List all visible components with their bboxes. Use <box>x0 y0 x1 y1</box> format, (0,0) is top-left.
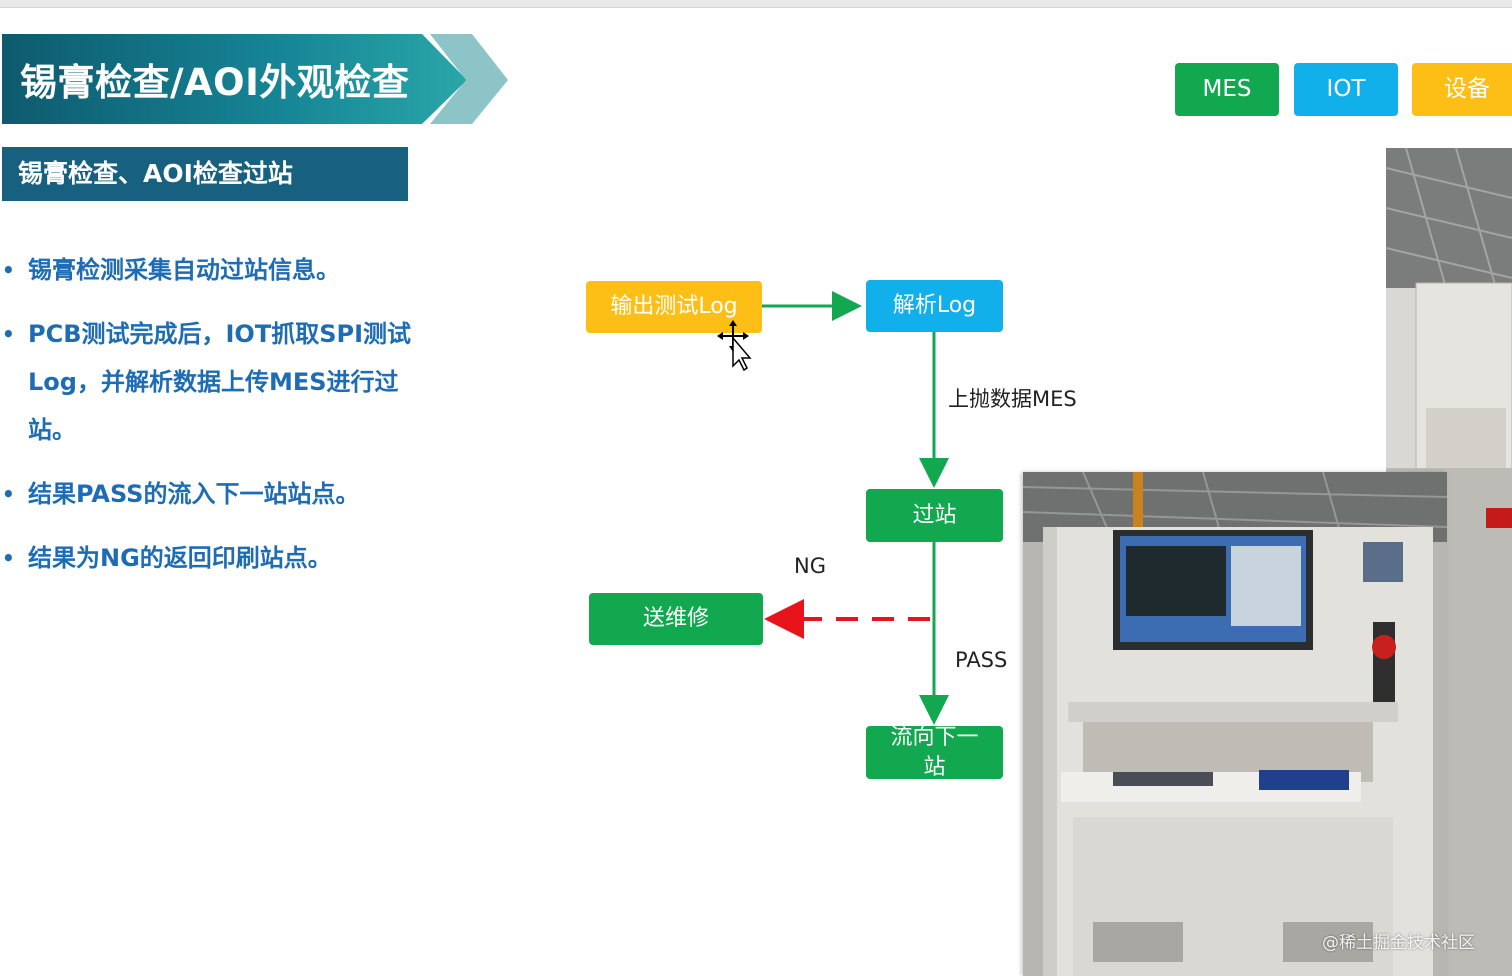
bullet-item: •锡膏检测采集自动过站信息。 <box>0 246 430 294</box>
repair-node: 送维修 <box>589 593 763 645</box>
bullet-item: •结果为NG的返回印刷站点。 <box>0 534 430 582</box>
move-cursor-icon <box>716 320 756 376</box>
upload-mes-label: 上抛数据MES <box>948 387 1077 411</box>
bullet-dot-icon: • <box>2 546 15 570</box>
bullet-dot-icon: • <box>2 322 15 346</box>
device-tag: 设备 <box>1412 63 1512 116</box>
mes-tag: MES <box>1175 63 1279 116</box>
window-top-bar <box>0 0 1512 8</box>
pass-station-node: 过站 <box>866 489 1003 542</box>
ng-label: NG <box>794 554 826 578</box>
bullet-item: •PCB测试完成后，IOT抓取SPI测试Log，并解析数据上传MES进行过站。 <box>0 310 430 454</box>
bullet-dot-icon: • <box>2 482 15 506</box>
iot-tag: IOT <box>1294 63 1398 116</box>
pass-label: PASS <box>955 648 1008 672</box>
watermark: @稀土掘金技术社区 <box>1322 933 1475 953</box>
title-banner <box>2 34 512 126</box>
parse-log-node: 解析Log <box>866 280 1003 332</box>
aoi-machine-photo <box>1023 472 1447 976</box>
bullet-list: •锡膏检测采集自动过站信息。 •PCB测试完成后，IOT抓取SPI测试Log，并… <box>0 246 430 582</box>
next-station-node: 流向下一站 <box>866 725 1003 780</box>
slide-subtitle: 锡膏检查、AOI检查过站 <box>2 147 408 201</box>
bullet-dot-icon: • <box>2 258 15 282</box>
bullet-item: •结果PASS的流入下一站站点。 <box>0 470 430 518</box>
slide-title: 锡膏检查/AOI外观检查 <box>20 61 410 104</box>
